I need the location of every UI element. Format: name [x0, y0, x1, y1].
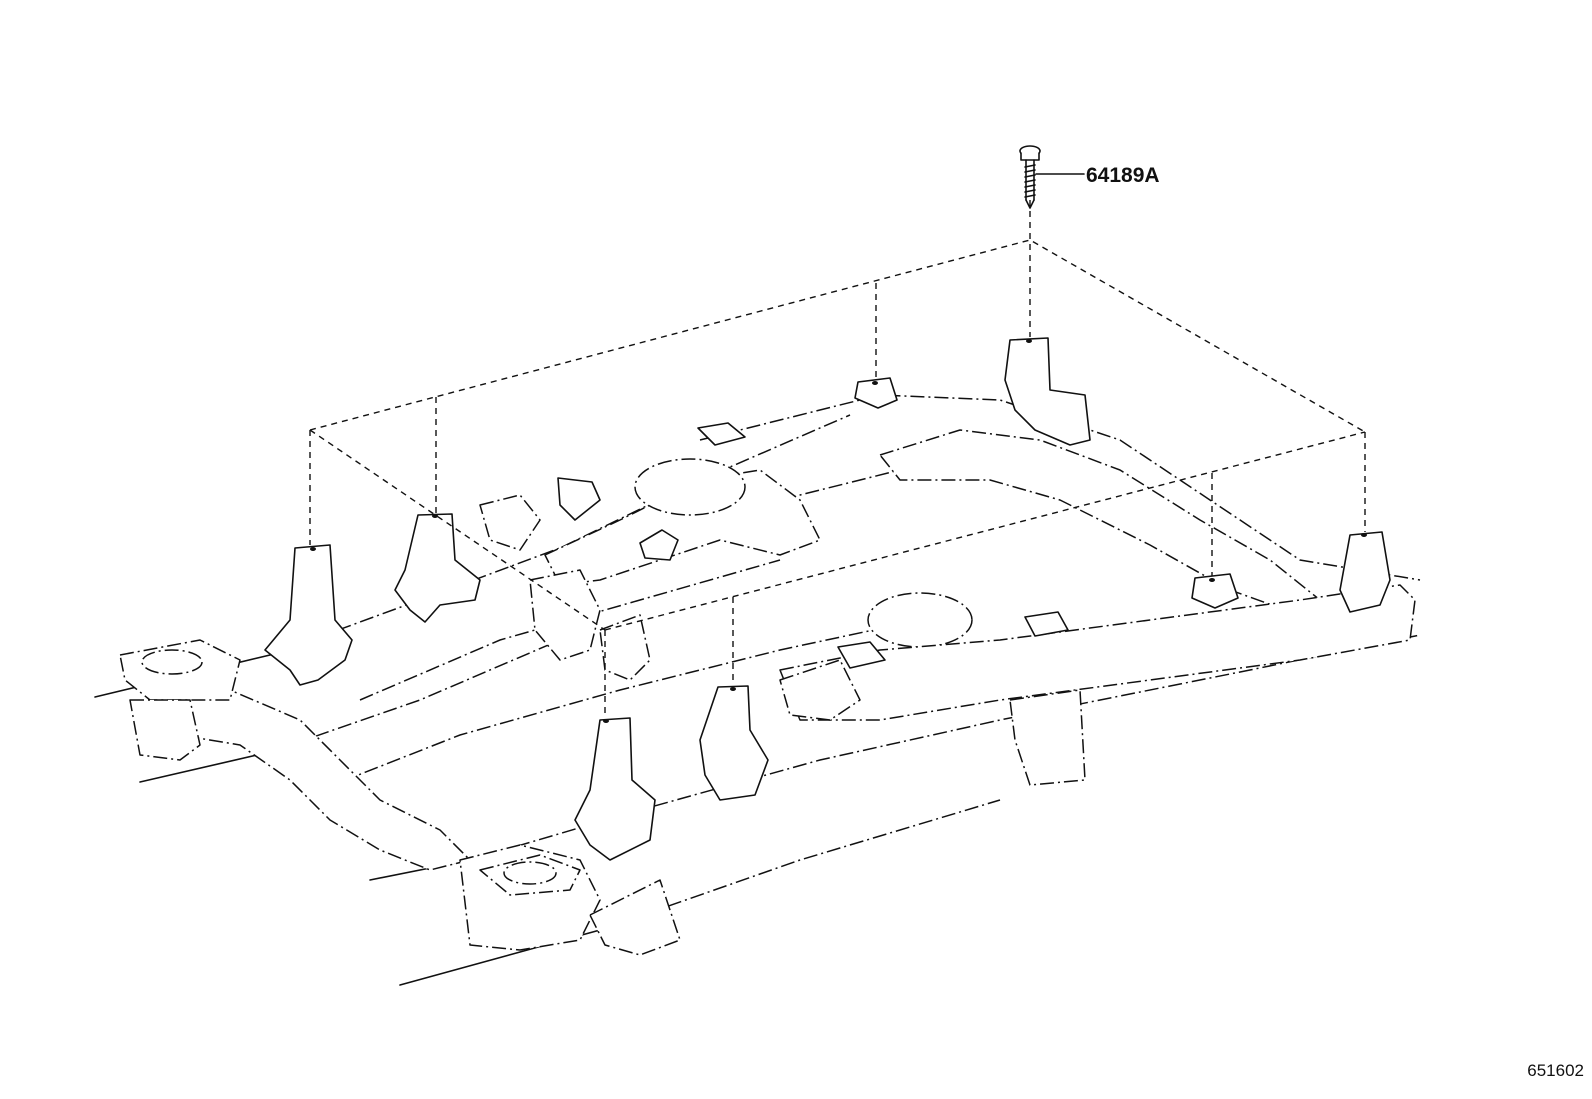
bolt-icon: [1019, 145, 1041, 209]
body-mount-mid-front: [699, 685, 769, 801]
body-mount-front-left-rear: [394, 513, 481, 623]
frame-clips: [557, 422, 1069, 669]
frame-body: [119, 429, 1416, 956]
body-mount-rear-left-small: [854, 377, 898, 409]
body-mount-brackets: [264, 337, 1391, 861]
body-mount-rear-right-tall: [1339, 531, 1391, 613]
body-mount-rear-left-tall: [1004, 337, 1091, 446]
figure-number: 651602: [1527, 1061, 1584, 1080]
body-mount-front-left: [264, 544, 353, 686]
part-number-callout[interactable]: 64189A: [1086, 164, 1160, 187]
body-mount-rear-right-small: [1191, 573, 1239, 609]
alignment-guides: [309, 200, 1366, 717]
body-mount-front-right: [574, 717, 656, 861]
